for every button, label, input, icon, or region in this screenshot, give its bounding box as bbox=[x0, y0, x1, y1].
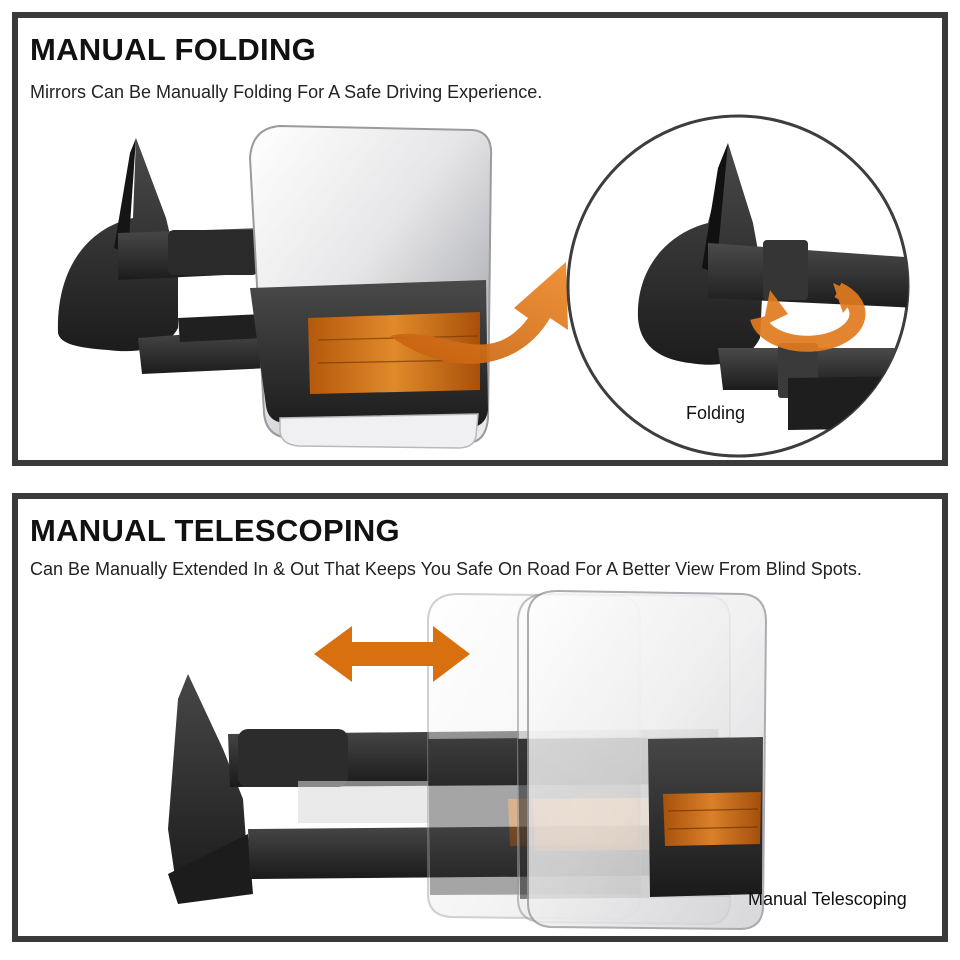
telescoping-caption: Manual Telescoping bbox=[748, 889, 907, 909]
folding-mirror-illustration bbox=[57, 114, 910, 458]
telescoping-mirror-illustration bbox=[168, 589, 768, 931]
telescoping-panel: MANUAL TELESCOPING Can Be Manually Exten… bbox=[12, 493, 948, 942]
mirror-arms bbox=[118, 228, 270, 374]
telescoping-description: Can Be Manually Extended In & Out That K… bbox=[30, 559, 862, 579]
telescoping-title: MANUAL TELESCOPING bbox=[30, 513, 400, 548]
folding-panel: MANUAL FOLDING Mirrors Can Be Manually F… bbox=[12, 12, 948, 466]
mirror-head bbox=[248, 124, 493, 449]
mirror-base bbox=[57, 138, 178, 352]
folding-title: MANUAL FOLDING bbox=[30, 32, 317, 67]
folding-caption: Folding bbox=[686, 403, 746, 423]
mirror-base bbox=[168, 674, 253, 904]
folding-description: Mirrors Can Be Manually Folding For A Sa… bbox=[30, 82, 543, 102]
rotate-arrow-icon bbox=[750, 282, 866, 352]
zoom-circle bbox=[566, 114, 910, 458]
curved-arrow-icon bbox=[390, 262, 568, 364]
double-arrow-icon bbox=[314, 626, 470, 682]
mirror-extended bbox=[527, 589, 768, 931]
